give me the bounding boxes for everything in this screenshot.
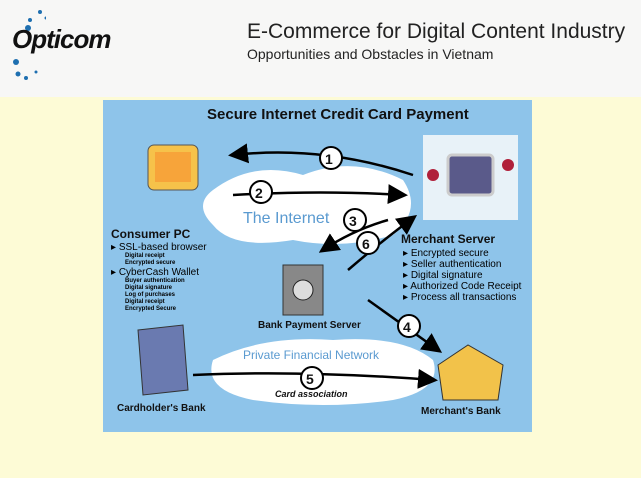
merchant-item: ▸ Digital signature: [403, 270, 483, 281]
merchant-item: ▸ Process all transactions: [403, 292, 517, 303]
step-1: 1: [325, 151, 333, 167]
item-text: CyberCash Wallet: [118, 267, 200, 278]
consumer-item: ▸ CyberCash Wallet: [111, 267, 200, 278]
consumer-subitem: Encrypted secure: [125, 260, 176, 266]
merchant-item: ▸ Encrypted secure: [403, 248, 489, 259]
merchant-item: ▸ Seller authentication: [403, 259, 502, 270]
item-text: Authorized Code Receipt: [410, 281, 522, 292]
diagram-title: Secure Internet Credit Card Payment: [207, 106, 469, 123]
consumer-subitem: Encrypted Secure: [125, 306, 177, 312]
internet-cloud: [203, 166, 411, 244]
merchant-bank-icon: [437, 344, 504, 401]
card-association-label: Card association: [275, 389, 348, 399]
consumer-subitem: Digital signature: [125, 285, 173, 291]
merchant-bank-label: Merchant's Bank: [421, 406, 501, 417]
consumer-features: ▸ SSL-based browser Digital receipt Encr…: [111, 242, 207, 313]
item-text: SSL-based browser: [118, 242, 207, 253]
internet-label: The Internet: [243, 210, 330, 227]
cardholder-bank-label: Cardholder's Bank: [117, 403, 206, 414]
diagram-graphics: [137, 135, 518, 405]
step-4: 4: [403, 319, 411, 335]
page-subtitle: Opportunities and Obstacles in Vietnam: [247, 46, 494, 62]
bank-server-label: Bank Payment Server: [258, 320, 361, 331]
item-text: Seller authentication: [410, 259, 502, 270]
item-text: Encrypted secure: [410, 248, 489, 259]
logo-dots-icon: [13, 10, 46, 80]
step-2: 2: [255, 185, 263, 201]
consumer-subitem: Log of purchases: [125, 292, 176, 298]
consumer-pc-label: Consumer PC: [111, 227, 191, 241]
cardholder-bank-icon: [137, 324, 189, 396]
step-6: 6: [362, 236, 370, 252]
consumer-subitem: Digital receipt: [125, 253, 165, 259]
consumer-subitem: Digital receipt: [125, 299, 165, 305]
header: Opticom E-Commerce for Digital Content I…: [0, 0, 641, 97]
consumer-subitem: Buyer authentication: [125, 278, 185, 284]
consumer-item: ▸ SSL-based browser: [111, 242, 207, 253]
private-network-label: Private Financial Network: [243, 348, 380, 362]
logo: Opticom: [12, 24, 111, 54]
private-network-cloud: [211, 339, 435, 405]
step-3: 3: [349, 213, 357, 229]
payment-diagram: Secure Internet Credit Card Payment 1 2 …: [103, 100, 532, 432]
page-title: E-Commerce for Digital Content Industry: [247, 20, 626, 43]
merchant-item: ▸ Authorized Code Receipt: [403, 281, 522, 292]
merchant-server-label: Merchant Server: [401, 232, 496, 246]
merchant-features: ▸ Encrypted secure ▸ Seller authenticati…: [403, 248, 521, 303]
item-text: Process all transactions: [410, 292, 517, 303]
step-5: 5: [306, 371, 314, 387]
item-text: Digital signature: [410, 270, 483, 281]
